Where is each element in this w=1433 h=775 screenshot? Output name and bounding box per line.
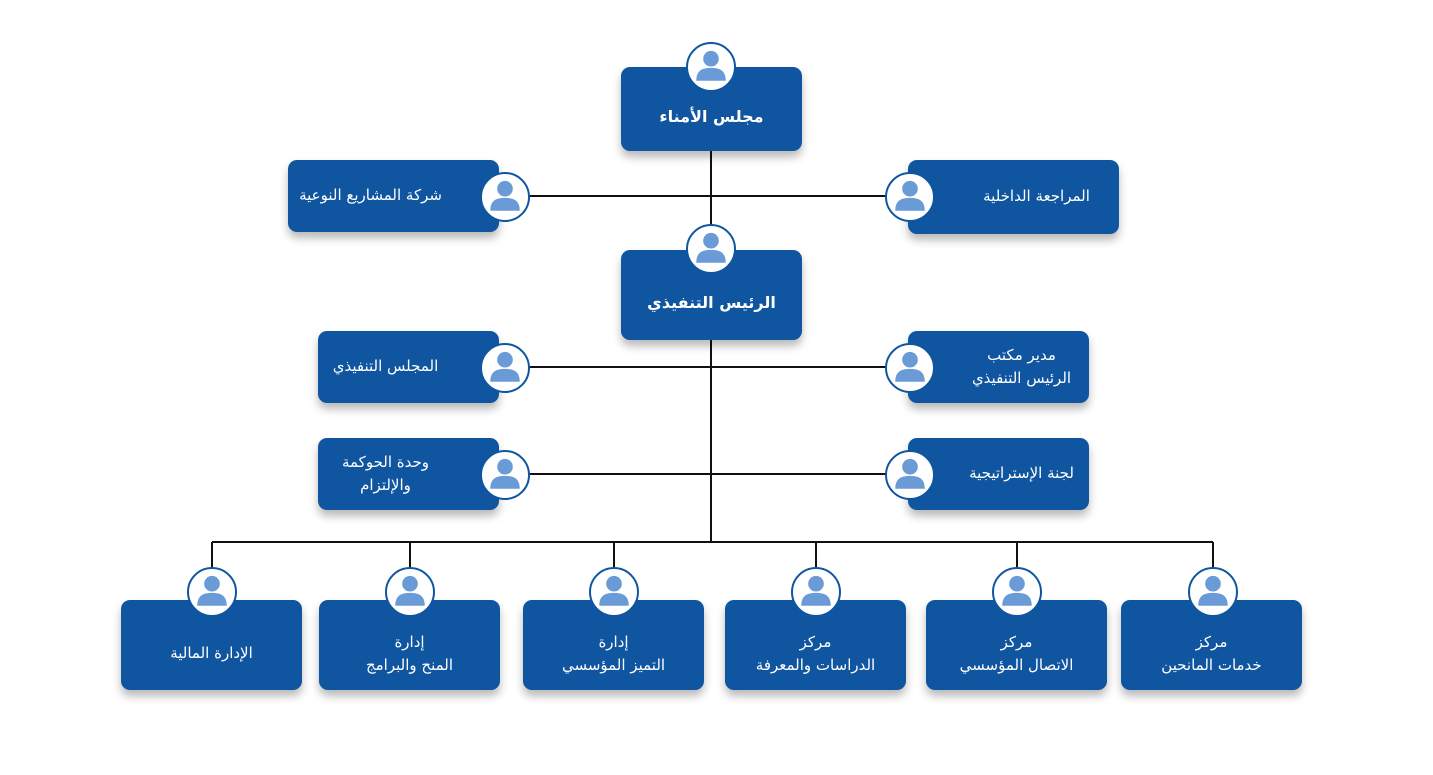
person-icon	[992, 567, 1042, 617]
node-internal-audit-label: المراجعة الداخلية	[983, 187, 1090, 206]
person-icon	[480, 343, 530, 393]
node-strategy-committee: لجنة الإستراتيجية	[908, 438, 1089, 510]
node-strategy-committee-label: لجنة الإستراتيجية	[969, 464, 1074, 483]
node-donor-services-center-label: مركز خدمات المانحين	[1161, 632, 1262, 674]
person-icon	[885, 450, 935, 500]
node-grants-programs-dept-label: إدارة المنح والبرامج	[365, 632, 454, 674]
node-internal-audit: المراجعة الداخلية	[908, 160, 1119, 234]
person-icon	[589, 567, 639, 617]
node-ceo-label: الرئيس التنفيذي	[647, 292, 776, 312]
node-institutional-excellence-dept-label: إدارة التميز المؤسسي	[561, 632, 666, 674]
node-ceo-office-manager: مدير مكتب الرئيس التنفيذي	[908, 331, 1089, 403]
node-board-of-trustees-label: مجلس الأمناء	[659, 106, 764, 126]
node-corporate-communication-center-label: مركز الاتصال المؤسسي	[959, 632, 1074, 674]
node-governance-compliance-unit: وحدة الحوكمة والإلتزام	[318, 438, 499, 510]
person-icon	[885, 172, 935, 222]
person-icon	[885, 343, 935, 393]
person-icon	[480, 172, 530, 222]
node-finance-dept: الإدارة المالية	[121, 600, 302, 690]
person-icon	[791, 567, 841, 617]
person-icon	[1188, 567, 1238, 617]
node-specialized-projects-company-label: شركة المشاريع النوعية	[299, 186, 442, 205]
node-executive-council-label: المجلس التنفيذي	[332, 357, 439, 376]
person-icon	[686, 224, 736, 274]
person-icon	[187, 567, 237, 617]
node-governance-compliance-unit-label: وحدة الحوكمة والإلتزام	[341, 452, 430, 494]
node-grants-programs-dept: إدارة المنح والبرامج	[319, 600, 500, 690]
person-icon	[480, 450, 530, 500]
person-icon	[686, 42, 736, 92]
node-finance-dept-label: الإدارة المالية	[170, 644, 253, 663]
node-studies-knowledge-center-label: مركز الدراسات والمعرفة	[755, 632, 876, 674]
node-specialized-projects-company: شركة المشاريع النوعية	[288, 160, 499, 232]
person-icon	[385, 567, 435, 617]
node-donor-services-center: مركز خدمات المانحين	[1121, 600, 1302, 690]
node-executive-council: المجلس التنفيذي	[318, 331, 499, 403]
node-ceo-office-manager-label: مدير مكتب الرئيس التنفيذي	[971, 345, 1072, 387]
